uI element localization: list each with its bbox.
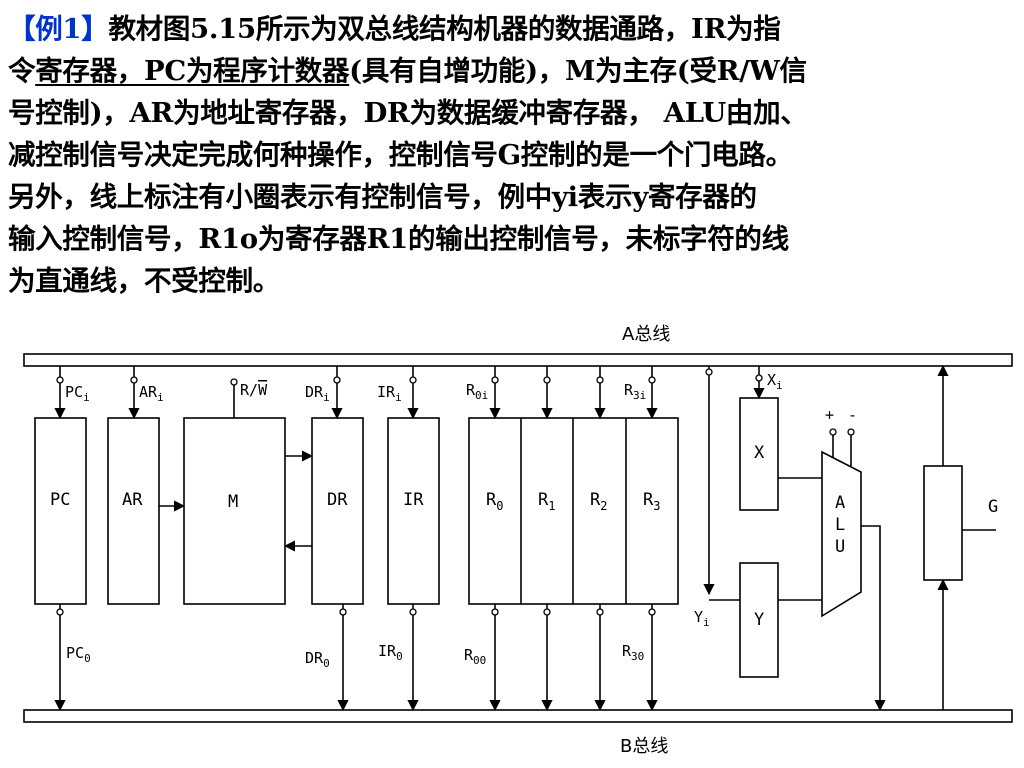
alu-minus-dot <box>847 428 855 436</box>
rw-control-dot <box>230 378 238 386</box>
r2o-control-dot <box>596 608 604 616</box>
dr-label: DR <box>327 490 348 510</box>
dri-label: DRi <box>305 383 330 404</box>
r3o-control-dot <box>648 608 656 616</box>
pci-label: PCi <box>65 383 90 404</box>
text-line-6: 输入控制信号，R1o为寄存器R1的输出控制信号，未标字符的线 <box>8 223 789 255</box>
yi-control-dot <box>705 368 713 376</box>
y-block <box>739 562 779 678</box>
ar-block <box>107 417 160 605</box>
ir-block <box>387 417 440 605</box>
text-line-7: 为直通线，不受控制。 <box>8 265 280 297</box>
alu-minus-label: - <box>848 406 857 424</box>
alu-label-l: L <box>835 515 845 535</box>
alu-plus-dot <box>829 428 837 436</box>
ari-control-dot <box>130 376 138 384</box>
r0i-control-dot <box>491 376 499 384</box>
text-line-1: 【例1】教材图5.15所示为双总线结构机器的数据通路，IR为指 <box>8 13 781 45</box>
r0o-control-dot <box>491 608 499 616</box>
pco-label: PC0 <box>66 644 91 665</box>
r2-label: R2 <box>590 490 607 513</box>
yi-label: Yi <box>694 608 710 629</box>
g-label: G <box>988 497 998 517</box>
example-tag: 【例1】 <box>8 13 109 45</box>
ari-label: ARi <box>139 383 164 404</box>
r3i-label: R3i <box>624 381 646 402</box>
dro-label: DR0 <box>305 649 330 670</box>
underlined-text: 寄存器，PC为程序计数器 <box>35 55 350 87</box>
pci-control-dot <box>56 376 64 384</box>
pc-label: PC <box>50 490 70 510</box>
dro-control-dot <box>339 608 347 616</box>
y-label: Y <box>754 610 764 630</box>
pc-block <box>34 417 87 605</box>
r3-label: R3 <box>643 490 660 513</box>
rw-label: R/W <box>240 381 268 399</box>
iro-label: IR0 <box>378 642 403 663</box>
alu-label-u: U <box>835 537 845 557</box>
bus-a-label: A总线 <box>622 324 670 345</box>
r3o-label: R30 <box>622 642 644 663</box>
m-label: M <box>228 492 238 512</box>
bus-b <box>23 709 1013 723</box>
r0o-label: R00 <box>464 646 486 667</box>
iri-label: IRi <box>377 383 402 404</box>
text-line-5: 另外，线上标注有小圈表示有控制信号，例中yi表示y寄存器的 <box>8 181 757 213</box>
ar-label: AR <box>122 490 143 510</box>
xi-label: Xi <box>767 371 783 392</box>
pco-control-dot <box>56 608 64 616</box>
bus-a <box>23 353 1013 367</box>
r0i-label: R0i <box>466 381 488 402</box>
alu-plus-label: + <box>825 406 834 424</box>
r2i-control-dot <box>596 376 604 384</box>
text-line-4: 减控制信号决定完成何种操作，控制信号G控制的是一个门电路。 <box>8 139 793 171</box>
ir-label: IR <box>403 490 424 510</box>
dri-control-dot <box>333 376 341 384</box>
r1-label: R1 <box>538 490 555 513</box>
text-line-3: 号控制)，AR为地址寄存器，DR为数据缓冲寄存器， ALU由加、 <box>8 97 808 129</box>
alu-block <box>821 450 862 618</box>
iro-control-dot <box>409 608 417 616</box>
x-label: X <box>754 443 765 463</box>
gate-block <box>923 465 963 581</box>
alu-label-a: A <box>835 493 845 513</box>
dr-block <box>311 417 364 605</box>
r3i-control-dot <box>648 376 656 384</box>
xi-control-dot <box>755 374 763 382</box>
iri-control-dot <box>409 376 417 384</box>
r1i-control-dot <box>543 376 551 384</box>
text-line-2: 令寄存器，PC为程序计数器(具有自增功能)，M为主存(受R/W信 <box>8 55 807 87</box>
r0-label: R0 <box>486 490 503 513</box>
r1o-control-dot <box>543 608 551 616</box>
problem-text: 【例1】教材图5.15所示为双总线结构机器的数据通路，IR为指 令寄存器，PC为… <box>8 8 1018 302</box>
bus-b-label: B总线 <box>620 736 668 757</box>
